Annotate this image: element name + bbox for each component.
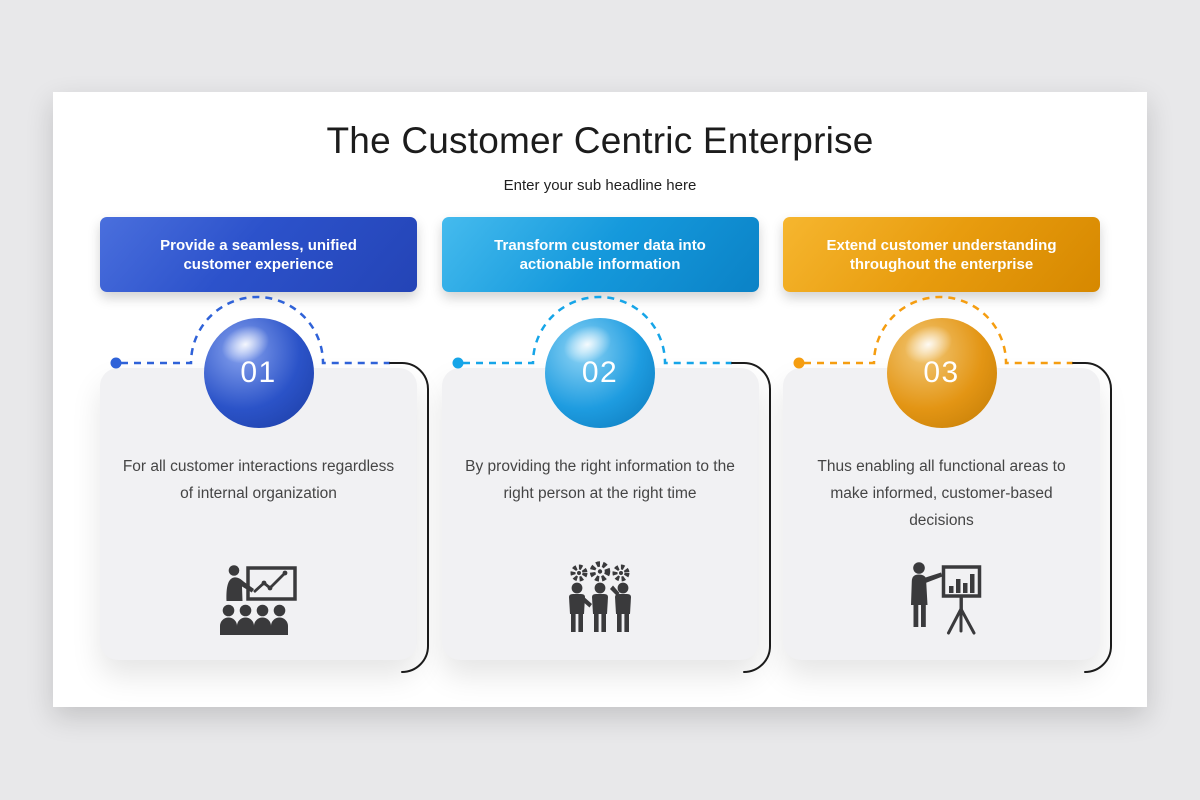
page-subtitle: Enter your sub headline here bbox=[503, 177, 697, 194]
step-2-number: 02 bbox=[581, 356, 619, 389]
step-2-description: By providing the right information to th… bbox=[465, 458, 735, 502]
step-3-banner: Extend customer understanding throughout… bbox=[783, 217, 1100, 292]
step-3-banner-label: Extend customer understanding throughout… bbox=[826, 236, 1057, 273]
step-column-2: Transform customer data into actionable … bbox=[441, 217, 771, 682]
step-3-number-badge: 03 bbox=[886, 318, 997, 428]
steps-row: Provide a seamless, unified customer exp… bbox=[100, 217, 1112, 682]
step-2-number-badge: 02 bbox=[545, 318, 655, 428]
connector-dot bbox=[110, 357, 122, 369]
step-1-description: For all customer interactions regardless… bbox=[122, 458, 395, 502]
step-1-banner-label: Provide a seamless, unified customer exp… bbox=[160, 236, 357, 273]
connector-dot bbox=[452, 357, 463, 369]
step-3-description: Thus enabling all functional areas to ma… bbox=[817, 458, 1066, 529]
step-1-card: For all customer interactions regardless… bbox=[100, 368, 417, 660]
step-1-banner: Provide a seamless, unified customer exp… bbox=[100, 217, 417, 292]
step-2-banner-label: Transform customer data into actionable … bbox=[494, 236, 706, 273]
step-3-number: 03 bbox=[923, 356, 960, 389]
step-column-3: Extend customer understanding throughout… bbox=[783, 217, 1112, 682]
step-1-number: 01 bbox=[240, 356, 277, 389]
presenter-flipchart-icon bbox=[900, 559, 984, 635]
page-title: The Customer Centric Enterprise bbox=[326, 120, 874, 161]
step-2-banner: Transform customer data into actionable … bbox=[441, 217, 759, 292]
slide-canvas: The Customer Centric Enterprise Enter yo… bbox=[53, 92, 1147, 707]
presentation-audience-icon bbox=[217, 563, 301, 635]
step-1-number-badge: 01 bbox=[203, 318, 314, 428]
team-gears-icon bbox=[564, 561, 636, 635]
connector-dot bbox=[793, 357, 805, 369]
step-column-1: Provide a seamless, unified customer exp… bbox=[100, 217, 429, 682]
